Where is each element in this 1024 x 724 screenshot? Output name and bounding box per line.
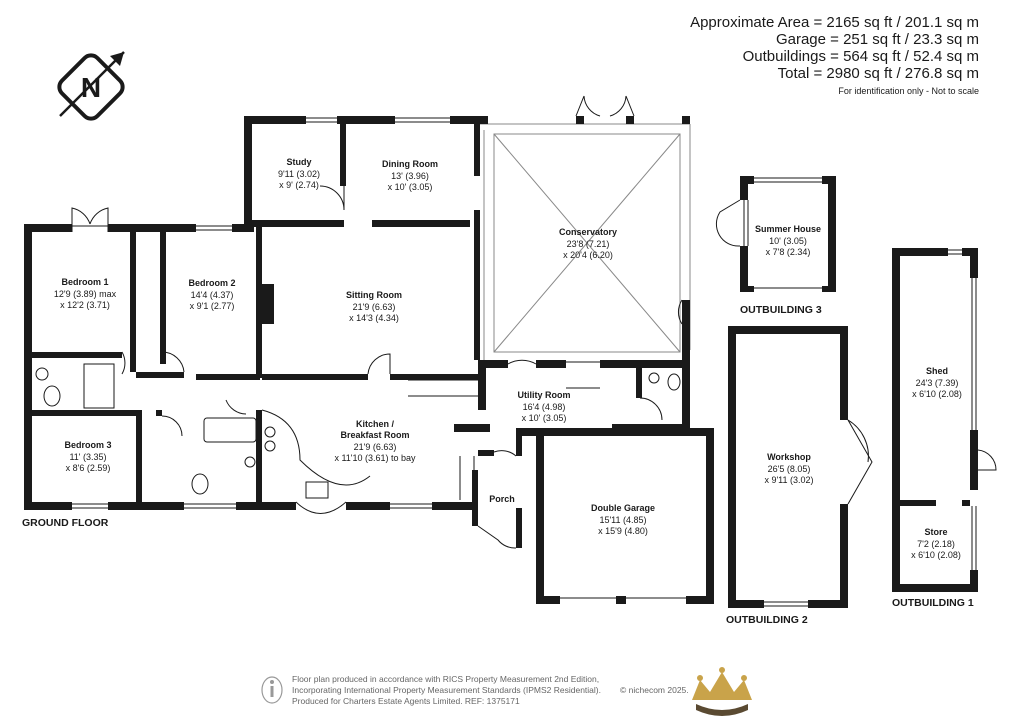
- room-kitchen-dim1: 21'9 (6.63): [354, 442, 397, 452]
- room-utility-dim1: 16'4 (4.98): [523, 402, 566, 412]
- approx-area: Approximate Area = 2165 sq ft / 201.1 sq…: [690, 14, 979, 31]
- room-sitting-name: Sitting Room: [346, 290, 402, 300]
- room-workshop-dim2: x 9'11 (3.02): [764, 475, 813, 485]
- compass-letter: N: [81, 72, 101, 103]
- room-workshop-name: Workshop: [767, 452, 811, 462]
- room-store-dim2: x 6'10 (2.08): [911, 550, 961, 560]
- room-garage-name: Double Garage: [591, 503, 655, 513]
- room-labels: Study 9'11 (3.02) x 9' (2.74) Dining Roo…: [54, 157, 962, 560]
- footer-line-2: Incorporating International Property Mea…: [292, 685, 601, 695]
- room-sitting-dim2: x 14'3 (4.34): [349, 313, 399, 323]
- info-icon: [261, 676, 283, 704]
- footer-text: Floor plan produced in accordance with R…: [292, 674, 601, 707]
- room-summer-dim1: 10' (3.05): [769, 236, 807, 246]
- footer-line-3: Produced for Charters Estate Agents Limi…: [292, 696, 520, 706]
- outbuilding1-label: OUTBUILDING 1: [892, 597, 974, 609]
- footer-line-1: Floor plan produced in accordance with R…: [292, 674, 600, 684]
- room-conservatory-dim2: x 20'4 (6.20): [563, 250, 613, 260]
- room-dining-dim1: 13' (3.96): [391, 171, 429, 181]
- walls: [24, 116, 978, 608]
- room-utility-name: Utility Room: [518, 390, 571, 400]
- room-bedroom3-dim2: x 8'6 (2.59): [66, 463, 111, 473]
- windows: [72, 117, 977, 607]
- room-study-dim1: 9'11 (3.02): [278, 169, 320, 179]
- room-kitchen-name1: Kitchen /: [356, 419, 395, 429]
- total-area: Total = 2980 sq ft / 276.8 sq m: [777, 65, 979, 82]
- fixtures: [35, 363, 681, 514]
- room-sitting-dim1: 21'9 (6.63): [353, 302, 396, 312]
- room-study-name: Study: [286, 157, 311, 167]
- ground-floor-label: GROUND FLOOR: [22, 517, 109, 529]
- compass-icon: N: [57, 51, 125, 121]
- room-bedroom2-name: Bedroom 2: [188, 278, 235, 288]
- outbuilding3-label: OUTBUILDING 3: [740, 304, 822, 316]
- room-bedroom2-dim2: x 9'1 (2.77): [190, 301, 235, 311]
- room-bedroom2-dim1: 14'4 (4.37): [191, 290, 234, 300]
- room-workshop-dim1: 26'5 (8.05): [768, 464, 811, 474]
- room-dining-dim2: x 10' (3.05): [388, 182, 433, 192]
- outbuildings-area: Outbuildings = 564 sq ft / 52.4 sq m: [742, 48, 979, 65]
- room-dining-name: Dining Room: [382, 159, 438, 169]
- conservatory-glazing: [478, 123, 691, 360]
- room-store-dim1: 7'2 (2.18): [917, 539, 955, 549]
- room-shed-dim1: 24'3 (7.39): [916, 378, 959, 388]
- doors: [71, 95, 997, 549]
- room-bedroom1-name: Bedroom 1: [61, 277, 108, 287]
- room-study-dim2: x 9' (2.74): [279, 180, 319, 190]
- room-conservatory-dim1: 23'8 (7.21): [567, 239, 610, 249]
- room-bedroom3-name: Bedroom 3: [64, 440, 111, 450]
- outbuilding2-label: OUTBUILDING 2: [726, 614, 808, 626]
- room-porch-name: Porch: [489, 494, 515, 504]
- garage-area: Garage = 251 sq ft / 23.3 sq m: [775, 31, 979, 48]
- room-kitchen-dim2: x 11'10 (3.61) to bay: [334, 453, 416, 463]
- room-utility-dim2: x 10' (3.05): [522, 413, 567, 423]
- room-garage-dim2: x 15'9 (4.80): [598, 526, 648, 536]
- room-garage-dim1: 15'11 (4.85): [599, 515, 646, 525]
- crown-logo-icon: [692, 667, 752, 716]
- room-summer-name: Summer House: [755, 224, 821, 234]
- room-kitchen-name2: Breakfast Room: [340, 430, 409, 440]
- room-bedroom3-dim1: 11' (3.35): [69, 452, 106, 462]
- room-bedroom1-dim1: 12'9 (3.89) max: [54, 289, 117, 299]
- footer-copyright: © nichecom 2025.: [620, 685, 689, 695]
- room-summer-dim2: x 7'8 (2.34): [766, 247, 811, 257]
- room-conservatory-name: Conservatory: [559, 227, 617, 237]
- room-shed-name: Shed: [926, 366, 948, 376]
- room-shed-dim2: x 6'10 (2.08): [912, 389, 962, 399]
- scale-note: For identification only - Not to scale: [838, 86, 979, 96]
- room-bedroom1-dim2: x 12'2 (3.71): [60, 300, 110, 310]
- room-store-name: Store: [924, 527, 947, 537]
- area-summary: Approximate Area = 2165 sq ft / 201.1 sq…: [690, 14, 979, 96]
